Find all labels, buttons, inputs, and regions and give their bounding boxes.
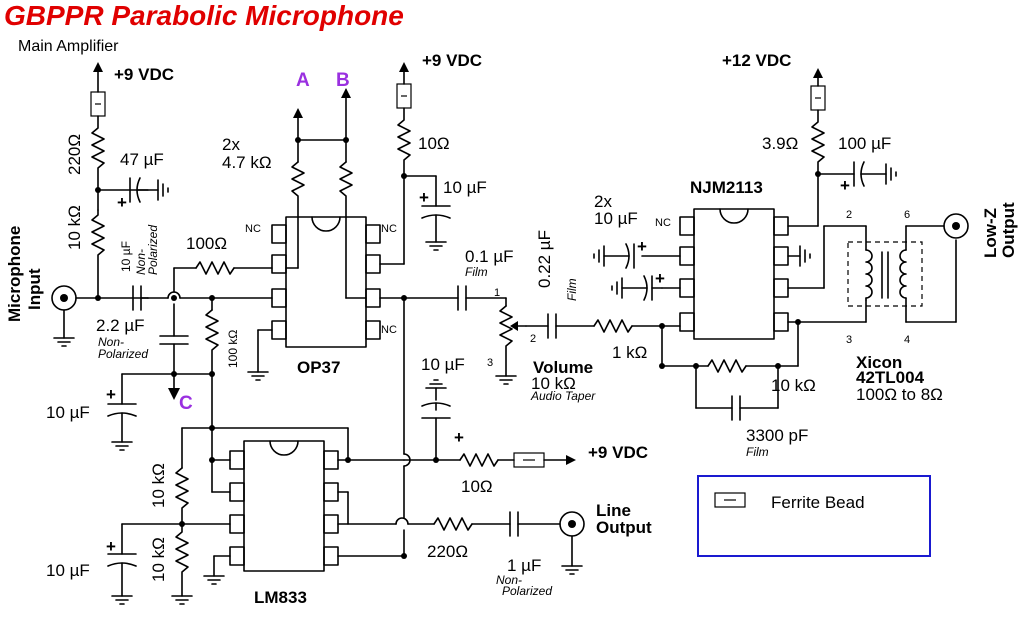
supply-label-9v-op37: +9 VDC	[422, 51, 482, 70]
c22-type-2: Polarized	[98, 347, 148, 361]
mic-input-label-1: Microphone	[5, 226, 24, 322]
legend-box: Ferrite Bead	[697, 475, 931, 557]
node-b-label: B	[336, 70, 350, 91]
xicon-transformer	[847, 225, 957, 323]
c3300-type: Film	[746, 445, 769, 459]
plus-sign: +	[840, 176, 850, 195]
volume-value: 10 kΩ	[531, 374, 576, 393]
lowz-output-jack[interactable]	[943, 213, 969, 239]
mic-bias-network	[90, 62, 169, 301]
c01-type: Film	[465, 265, 488, 279]
microphone-input-jack[interactable]	[51, 285, 149, 347]
xfmr-pin-4: 4	[904, 334, 910, 346]
c22-type-1: Non-	[98, 335, 124, 349]
r10k-lm-1: 10 kΩ	[149, 463, 168, 508]
r10k-lm-2: 10 kΩ	[149, 537, 168, 582]
pot-pin-3: 3	[487, 357, 493, 369]
op37-ic	[247, 62, 459, 381]
lowz-label-1: Low-Z	[981, 208, 1000, 258]
njm2113-ic	[593, 68, 897, 421]
plus-sign: +	[637, 237, 647, 256]
plus-sign: +	[106, 537, 116, 556]
volume-label: Volume	[533, 358, 593, 377]
volume-section	[457, 285, 681, 385]
c100-label: 100 µF	[838, 134, 891, 153]
lm833-ic	[107, 297, 576, 605]
line-output-label-1: Line	[596, 501, 631, 520]
r10-lm-label: 10Ω	[461, 477, 493, 496]
mic-input-label-2: Input	[25, 268, 44, 310]
c10-np-value: 10 µF	[119, 241, 133, 272]
c10-op37-label: 10 µF	[443, 178, 487, 197]
c1-type-1: Non-	[496, 573, 522, 587]
legend-label: Ferrite Bead	[771, 493, 865, 512]
plus-sign: +	[454, 428, 464, 447]
c10-np-type-2: Polarized	[146, 225, 160, 275]
c1-type-2: Polarized	[502, 584, 552, 598]
c2x10-value: 10 µF	[594, 209, 638, 228]
line-output-label-2: Output	[596, 518, 652, 537]
plus-sign: +	[419, 188, 429, 207]
c2x10-count: 2x	[594, 192, 612, 211]
c1-label: 1 µF	[507, 556, 541, 575]
c47-label: 47 µF	[120, 150, 164, 169]
c10-left-label: 10 µF	[46, 403, 90, 422]
op37-nc-8: NC	[381, 223, 397, 235]
c10-mid-label: 10 µF	[421, 355, 465, 374]
r2x47k-count: 2x	[222, 135, 240, 154]
c10-nonpolar	[132, 285, 169, 311]
c3300-label: 3300 pF	[746, 426, 808, 445]
r2x47k-value: 4.7 kΩ	[222, 153, 272, 172]
njm2113-label: NJM2113	[690, 178, 763, 197]
xfmr-brand: Xicon	[856, 353, 902, 372]
line-output-jack[interactable]	[559, 511, 585, 575]
plus-sign: +	[655, 269, 665, 288]
c022-label: 0.22 µF	[535, 230, 554, 288]
r10k-fb-label: 10 kΩ	[771, 376, 816, 395]
op37-label: OP37	[297, 358, 340, 377]
pot-pin-1: 1	[494, 287, 500, 299]
r10-op37-label: 10Ω	[418, 134, 450, 153]
c10-lm-label: 10 µF	[46, 561, 90, 580]
r1k-label: 1 kΩ	[612, 343, 647, 362]
supply-label-9v-bottom: +9 VDC	[588, 443, 648, 462]
lowz-label-2: Output	[999, 202, 1018, 258]
r100k-label: 100 kΩ	[226, 330, 240, 368]
r10k-bias-label: 10 kΩ	[65, 205, 84, 250]
diagram-title: GBPPR Parabolic Microphone	[4, 0, 404, 31]
xfmr-pin-3: 3	[846, 334, 852, 346]
input-wiring	[107, 261, 273, 451]
volume-type: Audio Taper	[530, 389, 596, 403]
xfmr-model: 42TL004	[856, 368, 925, 387]
op37-nc-1: NC	[245, 223, 261, 235]
supply-label-9v-left: +9 VDC	[114, 65, 174, 84]
r100-label: 100Ω	[186, 234, 227, 253]
xfmr-ratio: 100Ω to 8Ω	[856, 385, 943, 404]
pot-pin-2: 2	[530, 333, 536, 345]
xfmr-pin-6: 6	[904, 209, 910, 221]
lm833-label: LM833	[254, 588, 307, 607]
c22-value: 2.2 µF	[96, 316, 145, 335]
r220-out-label: 220Ω	[427, 542, 468, 561]
supply-label-12v: +12 VDC	[722, 51, 791, 70]
node-c-label: C	[179, 393, 193, 414]
xfmr-pin-2: 2	[846, 209, 852, 221]
c01-label: 0.1 µF	[465, 247, 514, 266]
c10-np-type-1: Non-	[134, 249, 148, 275]
c022-type: Film	[565, 278, 579, 301]
njm-nc: NC	[655, 217, 671, 229]
ferrite-bead-icon: Ferrite Bead	[714, 492, 865, 512]
op37-nc-5: NC	[381, 324, 397, 336]
plus-sign: +	[106, 385, 116, 404]
r220-label: 220Ω	[65, 134, 84, 175]
plus-sign: +	[117, 193, 127, 212]
r39-label: 3.9Ω	[762, 134, 798, 153]
diagram-subtitle: Main Amplifier	[18, 38, 119, 55]
node-a-label: A	[296, 70, 310, 91]
